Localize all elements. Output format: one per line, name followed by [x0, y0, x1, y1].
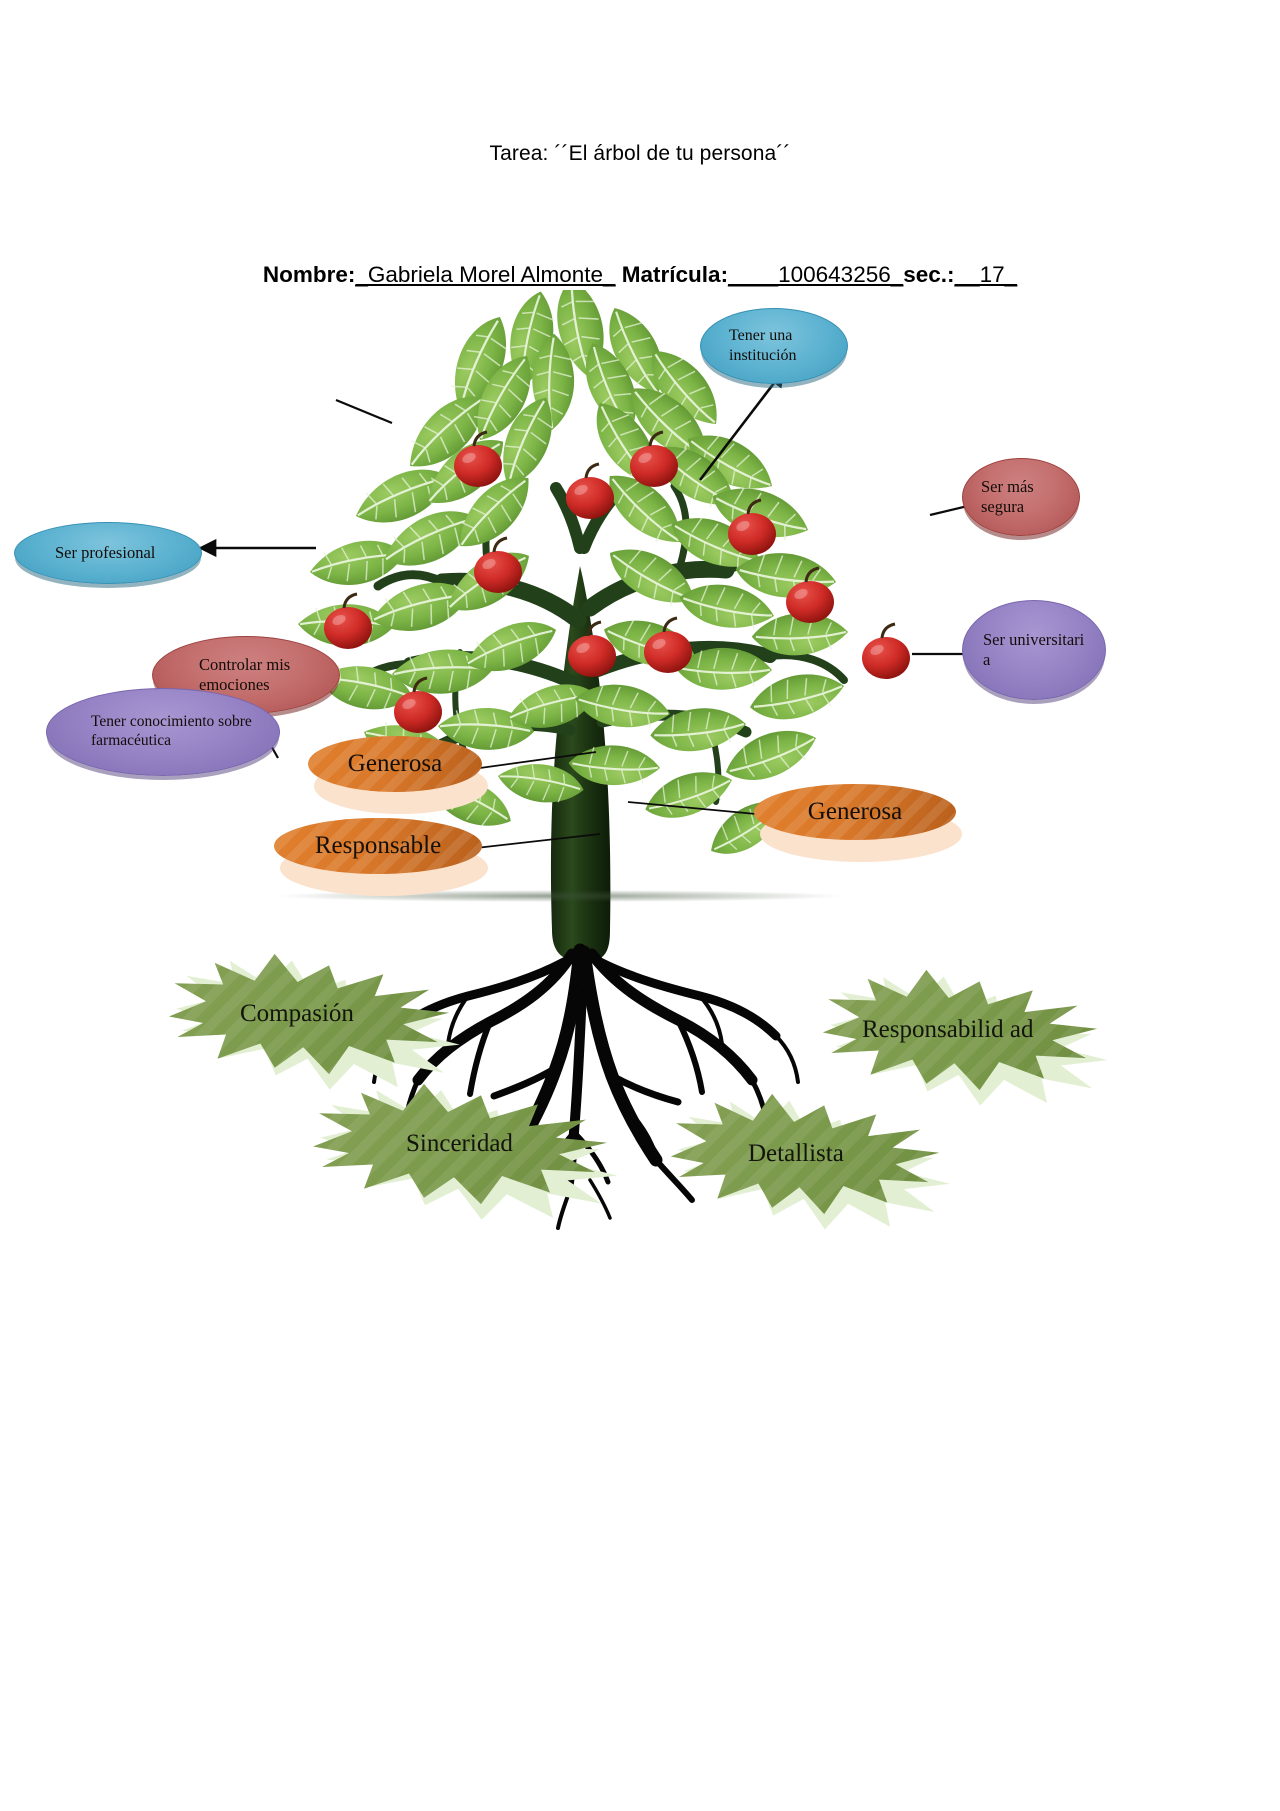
matricula-label: Matrícula: [621, 262, 721, 287]
matricula-colon: :: [720, 262, 729, 287]
bubble-ser-profesional-label: Ser profesional: [55, 542, 156, 562]
page-title: Tarea: ´´El árbol de tu persona´´: [489, 142, 791, 165]
bubble-ser-profesional[interactable]: Ser profesional: [14, 522, 202, 584]
bubble-ser-mas-segura-label: Ser más segura: [981, 476, 1034, 516]
bubble-ser-mas-segura[interactable]: Ser más segura: [962, 458, 1080, 536]
burst-detallista[interactable]: Detallista: [668, 1090, 942, 1218]
matricula-value: ____100643256_: [728, 262, 904, 287]
bubble-controlar-emociones-label: Controlar mis emociones: [199, 654, 291, 694]
oval-generosa-right-label: Generosa: [807, 798, 903, 825]
burst-sinceridad[interactable]: Sinceridad: [310, 1080, 610, 1208]
oval-responsable[interactable]: Responsable: [274, 818, 488, 896]
burst-compasion[interactable]: Compasión: [166, 950, 452, 1078]
name-value: _Gabriela Morel Almonte_: [355, 262, 616, 287]
sec-value: __17_: [954, 262, 1018, 287]
bubble-tener-institucion[interactable]: Tener una institución: [700, 308, 848, 384]
oval-responsable-label: Responsable: [314, 832, 442, 859]
sec-label: sec.:: [903, 262, 955, 287]
name-colon: :: [347, 262, 356, 287]
oval-generosa-left[interactable]: Generosa: [308, 736, 488, 814]
tree-diagram: Controlar mis emociones Tener una instit…: [0, 290, 1280, 1240]
burst-compasion-label: Compasión: [240, 1000, 354, 1027]
oval-generosa-left-label: Generosa: [347, 750, 443, 777]
burst-responsabilidad[interactable]: Responsabilid ad: [820, 966, 1100, 1094]
bubble-tener-institucion-label: Tener una institución: [729, 327, 797, 364]
bubble-ser-universitaria-label: Ser universitari a: [983, 629, 1085, 669]
bubble-conocimiento-farmaceutica[interactable]: Tener conocimiento sobre farmacéutica: [46, 688, 280, 776]
student-info-line: Nombre:_Gabriela Morel Almonte_ Matrícul…: [0, 262, 1280, 288]
oval-generosa-right[interactable]: Generosa: [754, 784, 962, 862]
burst-sinceridad-label: Sinceridad: [406, 1130, 513, 1157]
burst-detallista-label: Detallista: [748, 1140, 844, 1167]
burst-responsabilidad-label: Responsabilid ad: [862, 1016, 1034, 1044]
bubble-ser-universitaria[interactable]: Ser universitari a: [962, 600, 1106, 700]
name-label: Nombre: [262, 262, 348, 287]
bubble-conocimiento-farmaceutica-label: Tener conocimiento sobre farmacéutica: [91, 713, 252, 749]
